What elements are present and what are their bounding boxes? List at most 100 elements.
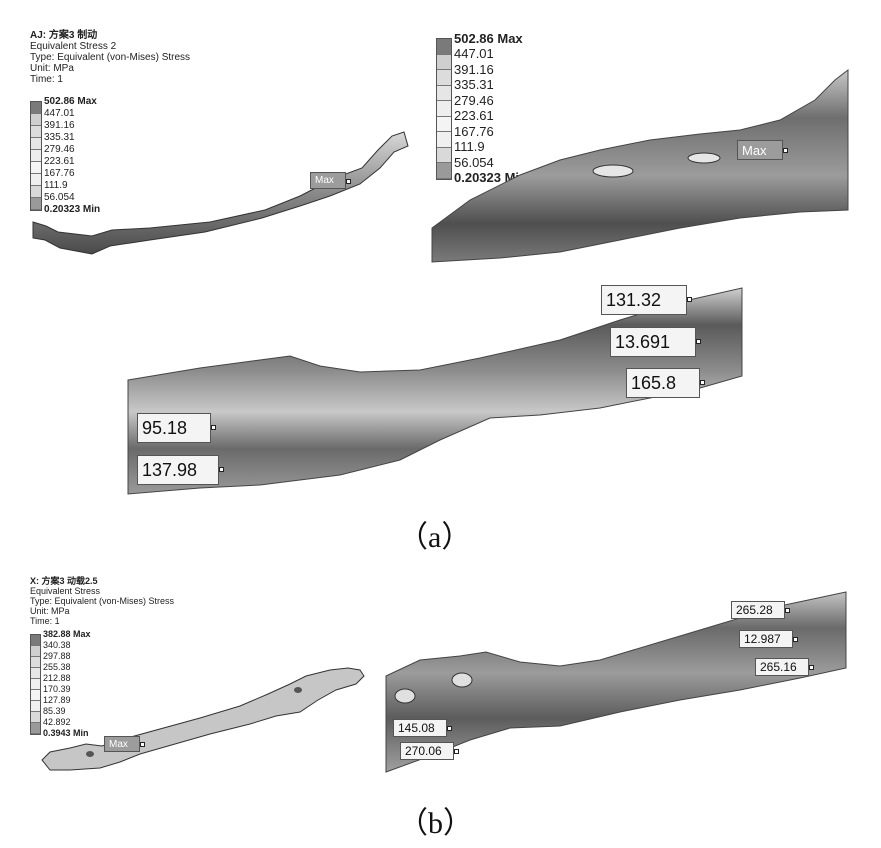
legend-swatch	[31, 186, 41, 198]
panel-b-result-name: Equivalent Stress	[30, 586, 101, 596]
legend-label: 297.88	[43, 651, 71, 662]
legend-swatch	[31, 126, 41, 138]
probe-point	[700, 380, 705, 385]
bolt-hole	[394, 688, 416, 704]
panel-a-time: Time: 1	[30, 74, 63, 85]
legend-swatch	[31, 712, 40, 723]
legend-label: 111.9	[454, 139, 485, 155]
legend-label: 340.38	[43, 640, 71, 651]
probe-point	[809, 665, 814, 670]
legend-swatch	[31, 174, 41, 186]
probe-value: 265.16	[755, 658, 809, 676]
legend-label: 167.76	[454, 123, 494, 139]
probe-point	[696, 339, 701, 344]
legend-swatch	[31, 657, 40, 668]
probe-point	[793, 637, 798, 642]
legend-label: 255.38	[43, 662, 71, 673]
caption-b: （b）	[398, 807, 473, 840]
legend-label: 335.31	[454, 77, 494, 93]
probe-point	[211, 425, 216, 430]
panel-b-title: X: 方案3 动载2.5	[30, 576, 98, 586]
legend-label: 447.01	[44, 107, 75, 119]
legend-label: 212.88	[43, 673, 71, 684]
probe-value: 12.987	[739, 630, 793, 648]
legend-swatch	[437, 147, 451, 163]
legend-label: 85.39	[43, 706, 66, 717]
probe-value: 131.32	[601, 285, 687, 315]
bolt-hole	[451, 672, 473, 688]
legend-swatch	[31, 138, 41, 150]
probe-value: 145.08	[393, 719, 447, 737]
panel-a-result-name: Equivalent Stress 2	[30, 41, 117, 52]
legend-label: 223.61	[454, 108, 494, 124]
legend-swatch	[31, 635, 40, 646]
legend-swatch	[437, 70, 451, 86]
legend-swatch	[31, 646, 40, 657]
probe-point	[687, 297, 692, 302]
probe-point	[785, 608, 790, 613]
panel-a-type: Type: Equivalent (von-Mises) Stress	[30, 52, 191, 63]
legend-label: 56.054	[454, 154, 494, 170]
legend-swatch	[31, 150, 41, 162]
legend-swatch	[31, 679, 40, 690]
legend-swatch	[437, 101, 451, 117]
legend-swatch	[437, 85, 451, 101]
legend-label: 335.31	[44, 131, 75, 143]
legend-swatch	[31, 690, 40, 701]
max-tag: Max	[737, 140, 783, 160]
panel-b-unit: Unit: MPa	[30, 606, 70, 616]
legend-swatch	[31, 114, 41, 126]
legend-swatch	[437, 116, 451, 132]
probe-value: 137.98	[137, 455, 219, 485]
panel-b-type: Type: Equivalent (von-Mises) Stress	[30, 596, 175, 606]
probe-value: 265.28	[731, 601, 785, 619]
probe-point	[447, 726, 452, 731]
panel-a-beam-shape	[32, 131, 409, 255]
legend-label: 391.16	[44, 119, 75, 131]
legend-swatch	[31, 701, 40, 712]
legend-swatch	[31, 102, 41, 114]
legend-label: 170.39	[43, 684, 71, 695]
panel-a-title: AJ: 方案3 制动	[30, 30, 98, 41]
panel-b-header: X: 方案3 动载2.5 Equivalent Stress Type: Equ…	[30, 576, 174, 626]
panel-b-zoom-beam	[385, 591, 847, 773]
legend-swatch	[31, 668, 40, 679]
legend-color-bar	[30, 634, 41, 735]
legend-label: 279.46	[454, 92, 494, 108]
legend-swatch	[437, 39, 451, 55]
bolt-hole	[592, 164, 634, 178]
probe-point	[346, 179, 351, 184]
probe-point	[454, 749, 459, 754]
bolt-hole	[687, 152, 721, 164]
probe-point	[140, 742, 145, 747]
legend-label: 0.3943 Min	[43, 728, 89, 739]
legend-label: 391.16	[454, 61, 494, 77]
legend-label: 382.88 Max	[43, 629, 91, 640]
legend-label: 502.86 Max	[44, 95, 97, 107]
bolt-hole	[86, 751, 94, 757]
probe-value: 165.8	[626, 368, 700, 398]
legend-label: 502.86 Max	[454, 30, 523, 46]
panel-a-unit: Unit: MPa	[30, 63, 74, 74]
panel-b-time: Time: 1	[30, 616, 60, 626]
legend-color-bar	[436, 38, 452, 180]
bolt-hole	[294, 687, 302, 693]
probe-value: 270.06	[400, 742, 454, 760]
legend-label: 111.9	[44, 179, 68, 191]
legend-label: 56.054	[44, 191, 75, 203]
probe-value: 95.18	[137, 413, 211, 443]
legend-swatch	[437, 163, 451, 179]
legend-swatch	[437, 54, 451, 70]
legend-label: 127.89	[43, 695, 71, 706]
legend-swatch	[31, 162, 41, 174]
legend-label: 167.76	[44, 167, 75, 179]
legend-label: 447.01	[454, 46, 494, 62]
legend-swatch	[31, 198, 41, 210]
panel-a-header: AJ: 方案3 制动 Equivalent Stress 2 Type: Equ…	[30, 30, 190, 85]
legend-label: 42.892	[43, 717, 71, 728]
legend-swatch	[437, 132, 451, 148]
